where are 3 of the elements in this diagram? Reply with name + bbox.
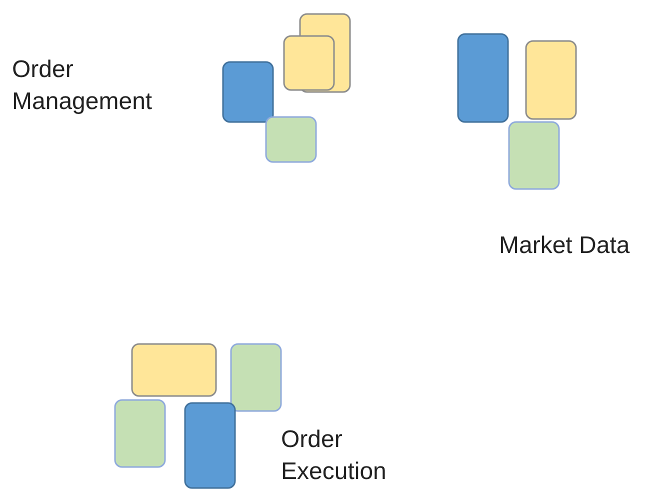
group-label: Order Management: [12, 55, 154, 117]
group-label: Market Data: [499, 231, 631, 261]
group-label: Order Execution: [281, 425, 388, 487]
